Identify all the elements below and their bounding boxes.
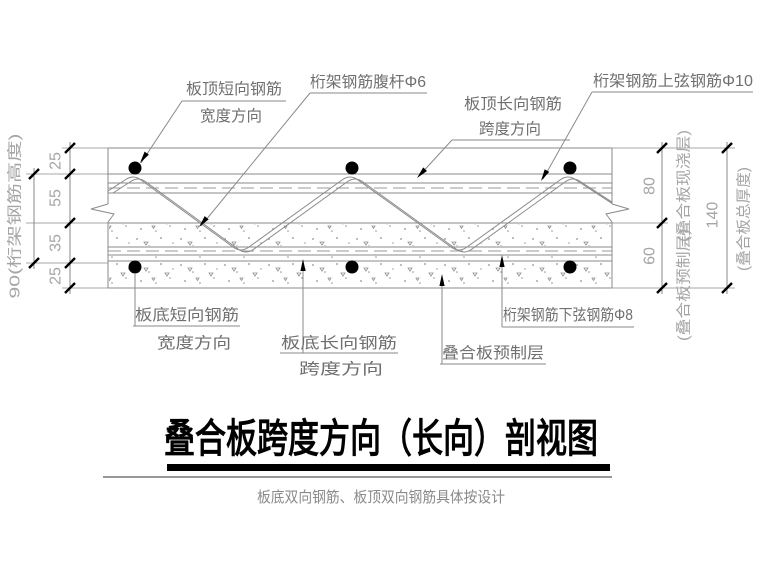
callout-label: 跨度方向 bbox=[479, 120, 541, 138]
leader-arrow bbox=[417, 167, 427, 178]
break-symbol-left bbox=[90, 203, 115, 223]
extension-lines bbox=[26, 147, 108, 289]
rebar-dots bbox=[128, 161, 577, 274]
callout-top-long-rebar: 板顶长向钢筋 跨度方向 bbox=[417, 95, 570, 178]
dim-bottom-cover: 25 bbox=[48, 267, 65, 285]
dim-truss-height: 90(桁架钢筋高度) bbox=[7, 134, 24, 299]
slab-edge-lines bbox=[107, 148, 613, 288]
dim-upper-zone: 55 bbox=[48, 189, 65, 207]
left-dimension-chain: 25 55 35 25 90(桁架钢筋高度) bbox=[7, 134, 108, 299]
truss-bottom-chord-outline bbox=[108, 246, 612, 256]
top-short-rebar-dot bbox=[128, 161, 142, 175]
break-symbol-right bbox=[605, 203, 630, 223]
leader-arrow bbox=[541, 169, 550, 181]
precast-stipple-upper-band bbox=[109, 224, 611, 246]
right-dimension-chain: 80 (叠合板现浇层) 60 (叠合板预制层) 140 (叠合板总厚度) bbox=[612, 130, 753, 341]
leader-arrow bbox=[439, 274, 445, 286]
leader-line bbox=[542, 91, 753, 180]
dimension-lines bbox=[33, 142, 71, 294]
slab-surface-lines bbox=[108, 147, 612, 289]
dimension-lines bbox=[661, 142, 728, 294]
dim-top-cover: 25 bbox=[48, 152, 65, 170]
leader-line bbox=[501, 257, 634, 328]
title-underline-bar bbox=[167, 464, 610, 471]
dim-cast-layer: 80 bbox=[642, 177, 659, 195]
drawing-subtitle: 板底双向钢筋、板顶双向钢筋具体按设计 bbox=[257, 488, 505, 506]
slab-section bbox=[90, 147, 630, 289]
bottom-short-rebar-dot bbox=[563, 260, 577, 274]
dim-total-thickness: 140 bbox=[705, 202, 722, 229]
leader-arrow bbox=[140, 151, 149, 163]
drawing-title: 叠合板跨度方向（长向）剖视图 bbox=[164, 417, 598, 461]
leader-arrow bbox=[300, 259, 306, 271]
callout-label: 板顶长向钢筋 bbox=[464, 95, 562, 113]
leader-arrow bbox=[499, 255, 505, 267]
bottom-short-rebar-dot bbox=[345, 260, 359, 274]
title-block: 叠合板跨度方向（长向）剖视图 板底双向钢筋、板顶双向钢筋具体按设计 bbox=[103, 417, 612, 506]
leader-line bbox=[200, 92, 427, 227]
callout-label: 板底长向钢筋 bbox=[281, 334, 397, 352]
dim-total-thickness-label: (叠合板总厚度) bbox=[735, 167, 753, 271]
dimension-ticks bbox=[656, 142, 733, 294]
callout-precast-layer: 叠合板预制层 bbox=[439, 274, 546, 365]
callout-label: 桁架钢筋上弦钢筋Φ10 bbox=[593, 72, 753, 90]
dim-cast-layer-label: (叠合板现浇层) bbox=[675, 130, 693, 242]
callout-label: 桁架钢筋腹杆Φ6 bbox=[310, 73, 426, 91]
dimension-ticks bbox=[28, 142, 76, 294]
bottom-short-rebar-dot bbox=[128, 260, 142, 274]
callout-top-short-rebar: 板顶短向钢筋 宽度方向 bbox=[140, 80, 286, 164]
leader-line bbox=[440, 276, 546, 365]
callout-bottom-short-rebar: 板底短向钢筋 宽度方向 bbox=[133, 273, 240, 352]
callout-truss-bottom-chord: 桁架钢筋下弦钢筋Φ8 bbox=[499, 255, 634, 328]
dim-precast-layer-label: (叠合板预制层) bbox=[675, 229, 693, 341]
truss-top-chord-outline bbox=[108, 182, 612, 194]
extension-lines bbox=[612, 147, 735, 289]
top-short-rebar-dot bbox=[563, 161, 577, 175]
callout-label: 宽度方向 bbox=[200, 107, 262, 125]
leader-line bbox=[140, 100, 286, 164]
dim-lower-zone: 35 bbox=[48, 234, 65, 252]
dim-precast-layer: 60 bbox=[642, 247, 659, 265]
leader-arrow bbox=[199, 216, 209, 227]
leader-line bbox=[133, 273, 240, 327]
callout-label: 板底短向钢筋 bbox=[135, 306, 239, 324]
callout-truss-web: 桁架钢筋腹杆Φ6 bbox=[199, 73, 427, 227]
leader-line bbox=[280, 261, 398, 354]
callout-label: 宽度方向 bbox=[157, 334, 231, 352]
callout-label: 叠合板预制层 bbox=[442, 344, 544, 362]
callout-bottom-long-rebar: 板底长向钢筋 跨度方向 bbox=[280, 259, 398, 378]
top-short-rebar-dot bbox=[345, 161, 359, 175]
callout-label: 板顶短向钢筋 bbox=[186, 80, 282, 98]
callout-truss-top-chord: 桁架钢筋上弦钢筋Φ10 bbox=[541, 72, 753, 181]
callout-label: 桁架钢筋下弦钢筋Φ8 bbox=[503, 306, 633, 324]
callout-label: 跨度方向 bbox=[299, 360, 383, 378]
